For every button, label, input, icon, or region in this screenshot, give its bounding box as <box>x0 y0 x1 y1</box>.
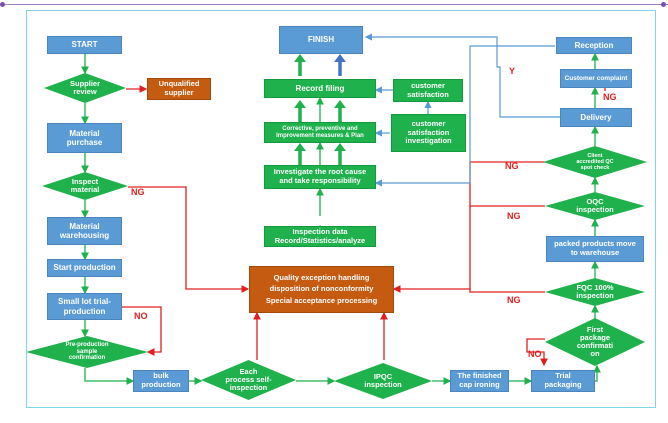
ng-label-complaint: NG <box>603 92 617 102</box>
preproduction-confirmation-label: Pre-production sample confirmation <box>65 342 109 362</box>
diagram-frame <box>26 10 656 408</box>
ng-label-inspect-material: NG <box>131 187 145 197</box>
bulk-production-node: bulk production <box>133 370 189 392</box>
small-lot-trial-node: Small lot trial- production <box>47 293 122 320</box>
top-right-handle <box>661 2 666 7</box>
ng-label-client-qc: NG <box>505 161 519 171</box>
packed-to-warehouse-node: packed products move to warehouse <box>546 236 644 262</box>
customer-complaint-node: Customer complaint <box>560 69 632 88</box>
corrective-measures-node: Corrective, preventive and Improvement m… <box>264 122 376 143</box>
trial-packaging-node: Trial packaging <box>531 370 595 392</box>
start-production-node: Start production <box>47 259 122 277</box>
client-qc-check-label: Client accredited QC spot check <box>576 152 614 172</box>
ng-label-oqc: NG <box>507 211 521 221</box>
no-label-small-lot: NO <box>134 311 148 321</box>
reception-node: Reception <box>556 37 632 54</box>
ipqc-inspection-label: IPQC inspection <box>364 371 402 389</box>
quality-exception-line-1: Quality exception handling <box>273 272 370 282</box>
supplier-review-label: Supplier review <box>69 78 100 96</box>
oqc-inspection-decision: OQC inspection <box>545 192 645 220</box>
customer-satisfaction-node: customer satisfaction <box>393 79 463 102</box>
first-package-confirmation-decision: First package confirmati on <box>545 318 645 366</box>
oqc-inspection-label: OQC inspection <box>576 196 614 214</box>
investigate-root-cause-node: Investigate the root cause and take resp… <box>264 165 376 189</box>
quality-exception-node: Quality exception handling disposition o… <box>249 266 394 313</box>
self-inspection-decision: Each process self- inspection <box>201 360 296 400</box>
quality-exception-line-3: Special acceptance processing <box>265 295 378 305</box>
fqc-inspection-label: FQC 100% inspection <box>576 282 614 300</box>
finish-node: FINISH <box>279 26 363 54</box>
client-qc-check-decision: Client accredited QC spot check <box>543 146 647 178</box>
material-warehousing-node: Material warehousing <box>47 217 122 245</box>
customer-satisfaction-investigation-node: customer satisfaction investigation <box>391 114 466 152</box>
inspect-material-decision: Inspect material <box>42 172 128 200</box>
top-left-handle <box>0 2 5 7</box>
material-purchase-node: Material purchase <box>47 123 122 153</box>
ng-label-fqc: NG <box>507 295 521 305</box>
self-inspection-label: Each process self- inspection <box>225 366 272 393</box>
inspection-data-node: Inspection data Record/Statistics/analyz… <box>264 226 376 247</box>
delivery-node: Delivery <box>560 108 632 127</box>
top-border-line <box>0 4 668 5</box>
preproduction-confirmation-decision: Pre-production sample confirmation <box>26 336 148 368</box>
supplier-review-decision: Supplier review <box>44 73 126 103</box>
fqc-inspection-decision: FQC 100% inspection <box>545 278 645 306</box>
unqualified-supplier-node: Unqualified supplier <box>147 78 211 100</box>
y-label-reception: Y <box>509 66 516 76</box>
quality-exception-line-2: disposition of nonconformity <box>269 284 374 294</box>
record-filing-node: Record filing <box>264 79 376 98</box>
inspect-material-label: Inspect material <box>70 176 100 194</box>
ipqc-inspection-decision: IPQC inspection <box>334 363 432 399</box>
first-package-confirmation-label: First package confirmati on <box>576 324 614 359</box>
cap-ironing-node: The finished cap ironing <box>450 370 509 392</box>
start-node: START <box>47 36 122 54</box>
no-label-first-package: NO <box>528 349 542 359</box>
